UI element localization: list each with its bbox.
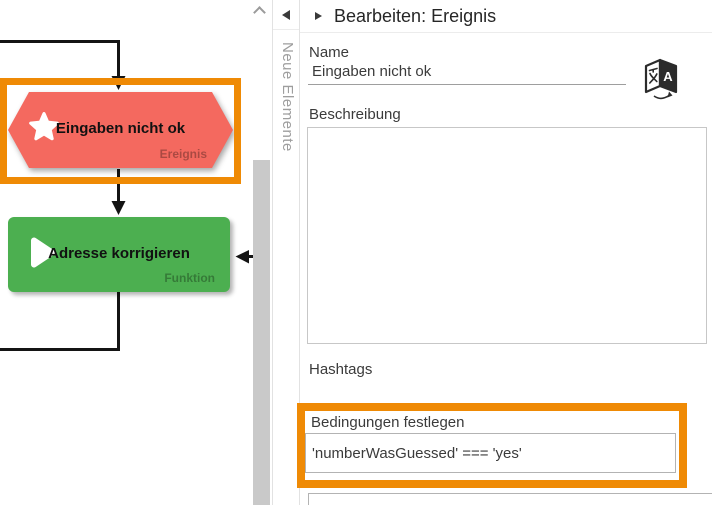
arrowhead-left — [235, 250, 249, 264]
svg-text:A: A — [663, 69, 673, 84]
node-function-type: Funktion — [164, 271, 215, 285]
node-event-type: Ereignis — [159, 147, 207, 161]
node-event-label: Eingaben nicht ok — [55, 120, 186, 138]
play-icon — [30, 237, 56, 272]
translate-icon: A — [644, 58, 678, 100]
editor-header: Bearbeiten: Ereignis — [300, 0, 712, 33]
palette-collapse-button[interactable] — [273, 0, 299, 30]
name-input[interactable] — [308, 61, 626, 85]
palette-strip: Neue Elemente — [272, 0, 300, 505]
translate-button[interactable]: A — [642, 56, 680, 102]
chevron-up-icon — [253, 6, 266, 19]
left-triangle-icon — [282, 10, 290, 20]
palette-title: Neue Elemente — [279, 42, 296, 152]
right-triangle-icon[interactable] — [315, 12, 322, 20]
conditions-input[interactable] — [306, 434, 675, 472]
editor-title: Bearbeiten: Ereignis — [334, 5, 497, 26]
scroll-up-button[interactable] — [252, 3, 268, 19]
highlight-box-conditions: Bedingungen festlegen — [297, 403, 687, 488]
flow-canvas[interactable]: Eingaben nicht ok Ereignis Adresse korri… — [0, 0, 255, 505]
scrollbar-thumb[interactable] — [253, 160, 270, 505]
conditions-box — [305, 433, 676, 473]
node-function[interactable]: Adresse korrigieren Funktion — [8, 217, 230, 292]
node-event[interactable]: Eingaben nicht ok Ereignis — [8, 92, 233, 168]
description-label: Beschreibung — [309, 106, 401, 123]
next-section-partial — [308, 493, 712, 505]
hashtags-label: Hashtags — [309, 361, 373, 378]
arrowhead-down-2 — [111, 201, 126, 215]
node-function-label: Adresse korrigieren — [48, 244, 190, 262]
conditions-label: Bedingungen festlegen — [311, 414, 465, 431]
name-label: Name — [309, 44, 350, 61]
description-textarea[interactable] — [307, 127, 707, 344]
star-icon — [28, 112, 60, 149]
canvas-scrollbar[interactable] — [246, 0, 272, 505]
highlight-box-event — [0, 78, 241, 184]
